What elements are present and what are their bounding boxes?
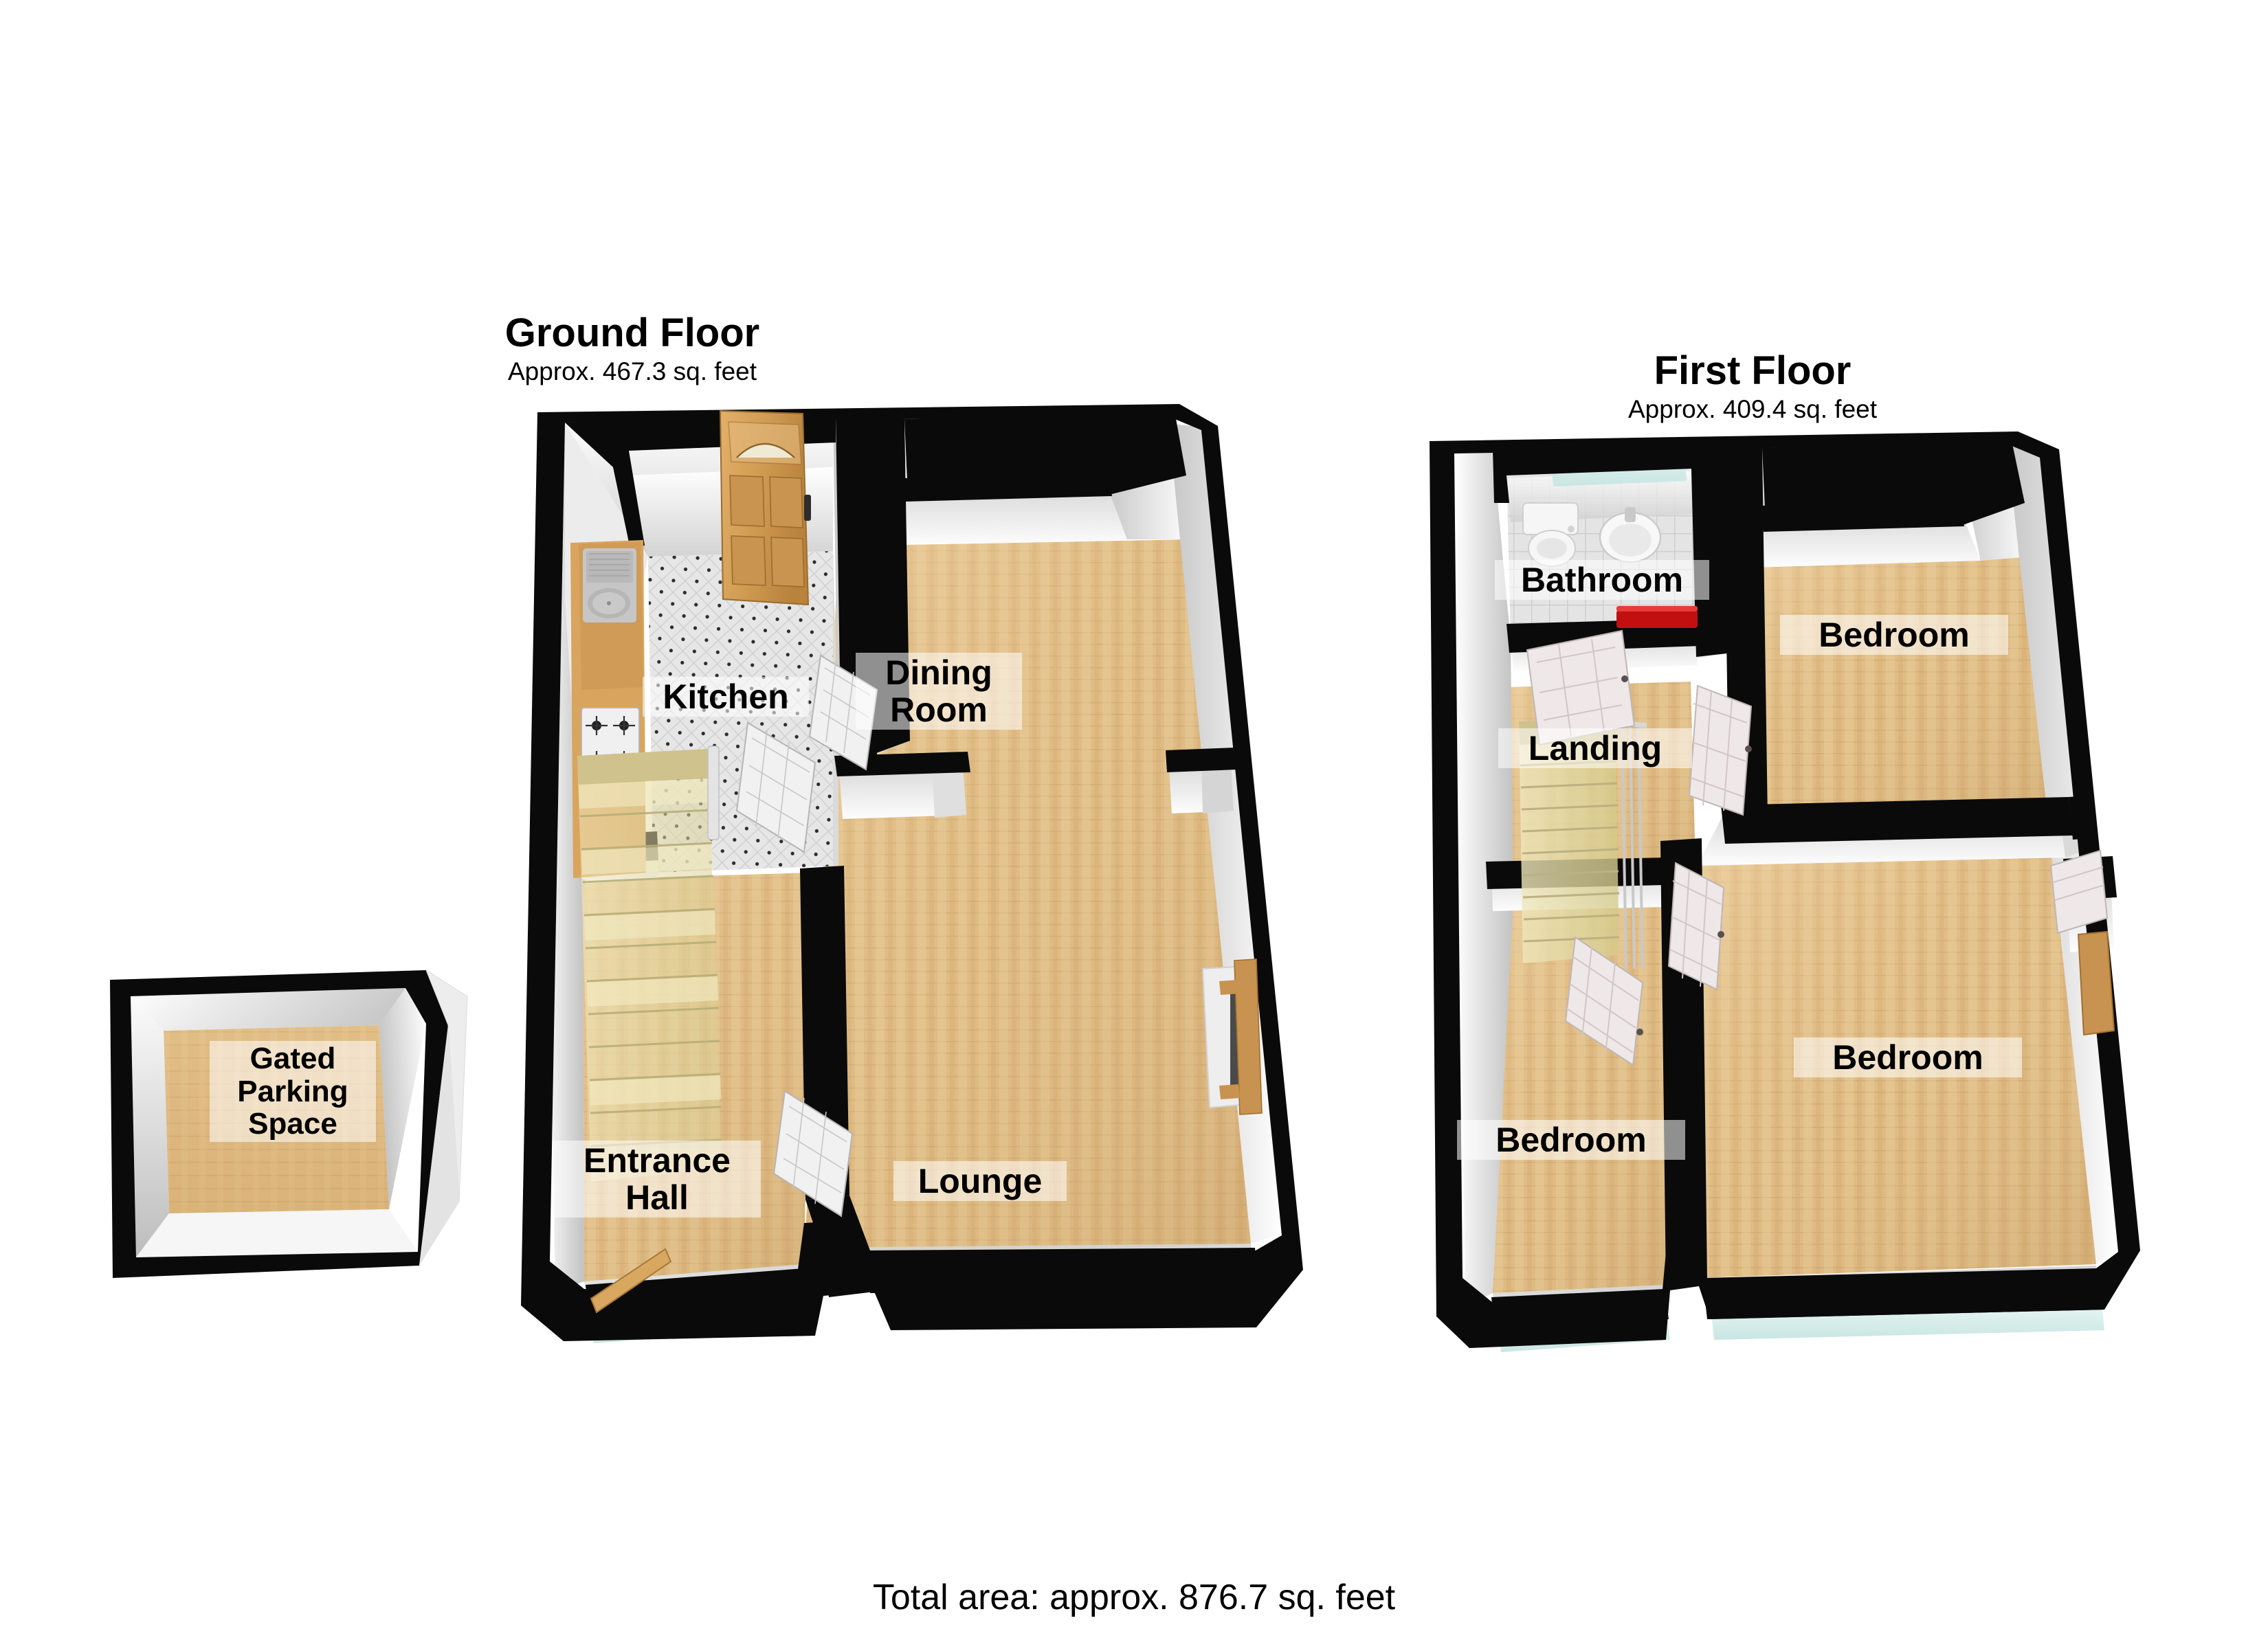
bath: [1616, 606, 1698, 628]
total-area-text: Total area: approx. 876.7 sq. feet: [872, 1578, 1396, 1617]
rear-door: [590, 1248, 672, 1314]
ground-floor-area: Approx. 467.3 sq. feet: [507, 357, 757, 385]
first-floor-title: First Floor: [1654, 348, 1852, 393]
front-door: [719, 410, 811, 606]
ground-floor-title: Ground Floor: [504, 311, 760, 355]
staircase-down: [1519, 717, 1620, 963]
fireplace: [1201, 958, 1263, 1115]
first-floor-area: Approx. 409.4 sq. feet: [1627, 394, 1877, 423]
first-floor-heading: First Floor Approx. 409.4 sq. feet: [1478, 350, 2027, 427]
door-bedroom2-rear: [2049, 849, 2109, 934]
door-hall-to-lounge: [772, 1090, 854, 1218]
toilet: [1522, 502, 1579, 567]
stair-bulkhead: [2077, 930, 2115, 1036]
door-bathroom: [1526, 629, 1636, 746]
door-bedroom1: [1688, 684, 1753, 816]
ground-floor-plan: Kitchen Dining Room Entrance Hall Lounge: [481, 399, 1388, 1381]
door-bedroom3: [1564, 936, 1644, 1066]
staircase: [577, 745, 722, 1182]
wash-basin: [1599, 507, 1662, 563]
door-hall-to-kitchen: [735, 721, 816, 853]
door-bedroom2: [1667, 862, 1725, 991]
gated-parking-space: Gated Parking Space: [82, 914, 522, 1312]
first-floor-plan: Bathroom Landing Bedroom Bedroom Bedroom: [1388, 426, 2234, 1360]
ground-floor-heading: Ground Floor Approx. 467.3 sq. feet: [357, 311, 907, 389]
